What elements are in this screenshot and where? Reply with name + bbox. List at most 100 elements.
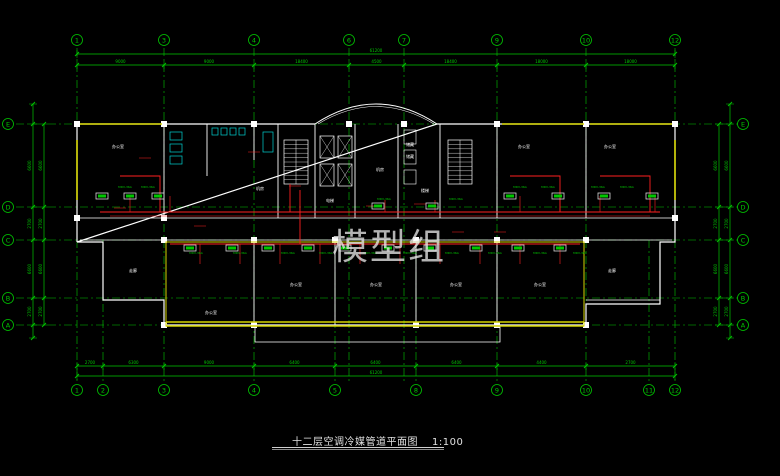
indoor-unit <box>645 192 659 200</box>
axis-bubble-right <box>737 201 749 213</box>
dimension-value: 6400 <box>451 360 462 365</box>
room-label: 办公室 <box>112 143 124 149</box>
structural-column <box>672 121 678 127</box>
unit-label: MDV-36A <box>118 185 133 189</box>
structural-column <box>74 215 80 221</box>
dimension-value: 9000 <box>115 59 126 64</box>
dimension-value: 4500 <box>371 59 382 64</box>
indoor-unit <box>503 192 517 200</box>
indoor-unit <box>225 244 239 252</box>
indoor-unit <box>123 192 137 200</box>
axis-grid <box>16 48 748 382</box>
dimension-value: 2700 <box>713 218 718 229</box>
room-label: 办公室 <box>534 281 546 287</box>
title-underline-2 <box>272 449 444 450</box>
indoor-unit-coil <box>126 194 134 198</box>
structural-column <box>74 121 80 127</box>
indoor-unit <box>425 202 439 210</box>
axis-bubble-bottom-label: 11 <box>645 386 653 394</box>
unit-label: MDV-36A <box>513 185 528 189</box>
axis-bubble-bottom <box>580 384 592 396</box>
axis-bubble-top-label: 3 <box>162 36 166 44</box>
indoor-unit-coil <box>186 246 194 250</box>
dimension-value: 4400 <box>536 360 547 365</box>
indoor-unit <box>597 192 611 200</box>
indoor-unit-coil <box>154 194 162 198</box>
dimension-value: 2700 <box>27 306 32 317</box>
indoor-unit-coil <box>648 194 656 198</box>
indoor-unit-coil <box>506 194 514 198</box>
room-label: 楼梯 <box>421 187 429 193</box>
dimension-value: 2700 <box>625 360 636 365</box>
structural-column <box>251 121 257 127</box>
building-walls <box>74 103 678 343</box>
toilet-fixture <box>169 131 183 141</box>
axis-bubble-right <box>737 118 749 130</box>
toilet-fixture <box>238 127 246 136</box>
axis-bubble-right-label: B <box>741 294 745 302</box>
axis-bubble-left <box>2 292 14 304</box>
structural-column <box>583 322 589 328</box>
room-label: 机房 <box>376 166 384 172</box>
indoor-unit <box>151 192 165 200</box>
unit-label: MDV-36A <box>449 197 464 201</box>
title-underline <box>272 447 444 448</box>
watermark: 模型组 <box>332 227 447 268</box>
drop-pipe <box>199 244 561 264</box>
indoor-unit-coil <box>228 246 236 250</box>
unit-label: MDV-36A <box>377 197 392 201</box>
dimension-value: 2700 <box>724 218 729 229</box>
toilet-fixture <box>169 143 183 153</box>
dimension-value: 6400 <box>370 360 381 365</box>
dimension-value: 6600 <box>713 263 718 274</box>
curved-entrance-inner <box>317 106 435 125</box>
room-label: 储藏 <box>406 141 414 147</box>
dimension-value: 2700 <box>724 306 729 317</box>
structural-column <box>161 215 167 221</box>
indoor-unit-coil <box>98 194 106 198</box>
axis-bubble-bottom-label: 3 <box>162 386 166 394</box>
axis-bubble-top <box>71 34 83 46</box>
unit-label: MDV-36A <box>620 185 635 189</box>
structural-column <box>583 121 589 127</box>
elevator-car <box>319 135 335 159</box>
indoor-unit-coil <box>341 246 349 250</box>
unit-label: MDV-36A <box>541 185 556 189</box>
indoor-unit-coil <box>426 246 434 250</box>
dimension-value: 6600 <box>27 160 32 171</box>
axis-bubble-bottom <box>491 384 503 396</box>
structural-column <box>346 121 352 127</box>
indoor-unit-coil <box>428 204 436 208</box>
riser-pipe <box>289 184 301 244</box>
axis-bubble-bottom <box>97 384 109 396</box>
axis-bubble-top <box>343 34 355 46</box>
indoor-unit-coil <box>472 246 480 250</box>
elevator-car <box>319 163 335 187</box>
shaft <box>403 169 417 185</box>
axis-bubble-bottom-label: 1 <box>75 386 79 394</box>
room-label: 办公室 <box>450 281 462 287</box>
room-label: 办公室 <box>518 143 530 149</box>
structural-column <box>161 121 167 127</box>
dimension-value: 2700 <box>27 218 32 229</box>
structural-column <box>494 237 500 243</box>
dimension-value: 18400 <box>295 59 308 64</box>
indoor-unit <box>301 244 315 252</box>
structural-column <box>413 322 419 328</box>
unit-label: MDV-36A <box>533 251 548 255</box>
office-row-window-frame <box>165 241 585 327</box>
axis-bubble-left-label: E <box>6 120 10 128</box>
indoor-unit-coil <box>600 194 608 198</box>
room-label: 电梯 <box>326 197 334 203</box>
axis-bubble-right-label: C <box>741 236 746 244</box>
room-labels: 办公室办公室办公室办公室办公室办公室办公室办公室走廊走廊机房储藏储藏机房电梯楼梯 <box>112 141 616 315</box>
indoor-unit <box>95 192 109 200</box>
axis-bubble-bottom-label: 9 <box>495 386 499 394</box>
toilet-fixture <box>169 155 183 165</box>
axis-bubble-bottom <box>71 384 83 396</box>
axis-bubble-bottom <box>643 384 655 396</box>
axis-bubble-left-label: C <box>6 236 11 244</box>
